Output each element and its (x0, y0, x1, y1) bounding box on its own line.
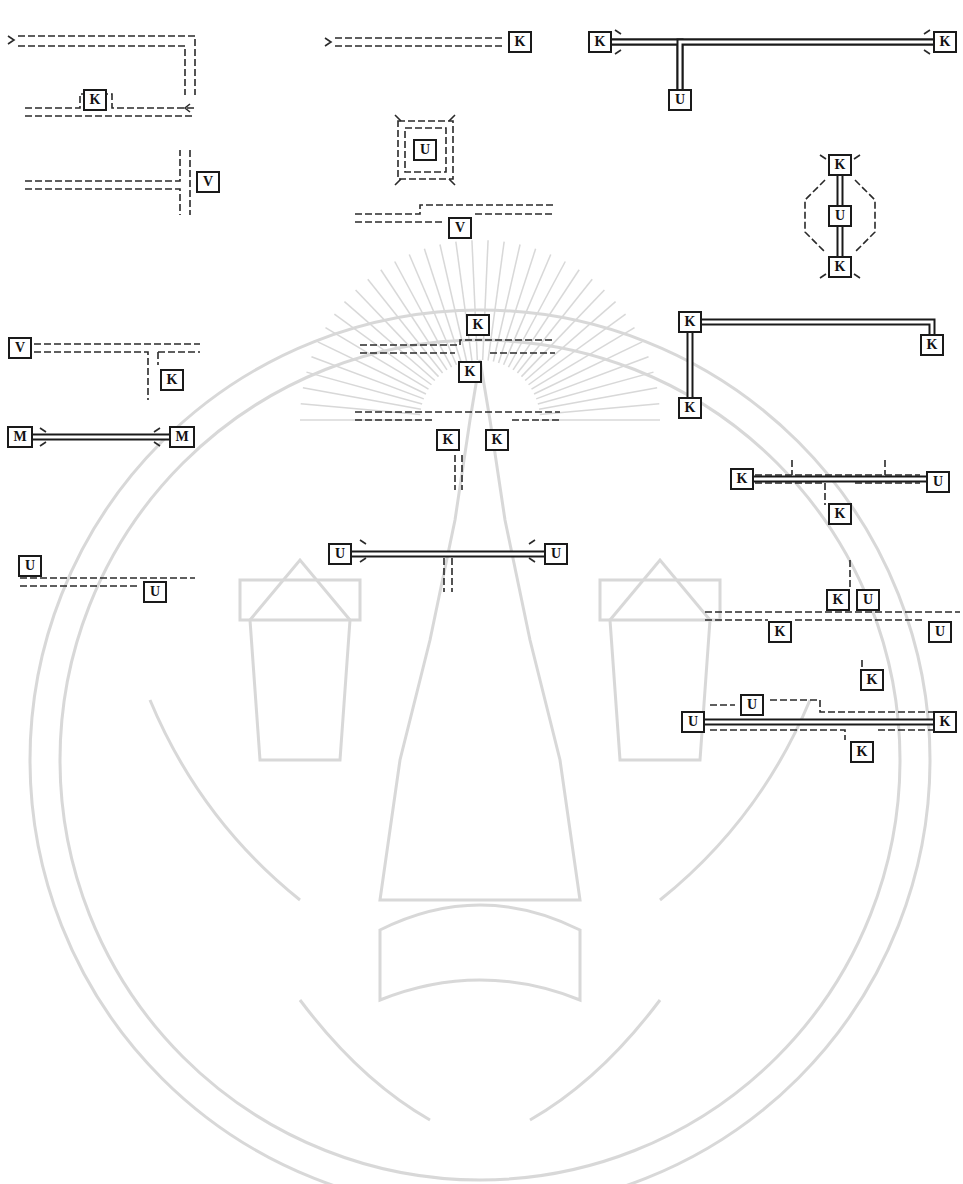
letter-box: K (860, 669, 884, 691)
double-corridor (352, 554, 544, 555)
box-letter: K (835, 507, 846, 521)
box-letter: V (203, 175, 213, 189)
box-letter: K (835, 158, 846, 172)
letter-box: K (933, 31, 957, 53)
letter-box: M (169, 426, 195, 448)
letter-box: U (928, 621, 952, 643)
box-letter: U (835, 209, 845, 223)
box-letter: U (335, 547, 345, 561)
double-corridor (840, 176, 841, 205)
letter-box: U (328, 543, 352, 565)
double-corridor (705, 722, 933, 723)
letter-box: U (18, 555, 42, 577)
box-letter: U (688, 715, 698, 729)
letter-box: U (143, 581, 167, 603)
letter-box: K (828, 503, 852, 525)
box-letter: K (167, 373, 178, 387)
box-letter: U (420, 143, 430, 157)
box-letter: K (940, 35, 951, 49)
box-letter: K (443, 433, 454, 447)
letter-box: K (920, 334, 944, 356)
box-letter: U (675, 93, 685, 107)
letter-box: K (850, 741, 874, 763)
box-letter: K (940, 715, 951, 729)
box-letter: K (465, 365, 476, 379)
letter-box: K (828, 256, 852, 278)
box-letter: U (935, 625, 945, 639)
letter-box: M (7, 426, 33, 448)
box-letter: U (933, 475, 943, 489)
double-corridor (754, 479, 926, 480)
double-corridor (33, 437, 169, 438)
box-letter: U (150, 585, 160, 599)
letter-box: V (448, 217, 472, 239)
box-letter: U (551, 547, 561, 561)
corridor-lines (18, 36, 960, 740)
box-letter: K (685, 315, 696, 329)
box-letter: U (747, 698, 757, 712)
letter-box: K (466, 314, 490, 336)
box-letter: K (90, 93, 101, 107)
box-letter: K (835, 260, 846, 274)
letter-box: K (826, 589, 850, 611)
letter-box: U (740, 694, 764, 716)
box-letter: U (863, 593, 873, 607)
double-corridor (690, 333, 691, 397)
letter-box: K (83, 89, 107, 111)
box-letter: K (492, 433, 503, 447)
box-letter: K (867, 673, 878, 687)
box-letter: M (13, 430, 26, 444)
letter-box: K (678, 311, 702, 333)
box-letter: K (775, 625, 786, 639)
letter-box: U (668, 89, 692, 111)
letter-box: K (160, 369, 184, 391)
letter-box: U (856, 589, 880, 611)
box-letter: K (515, 35, 526, 49)
letter-box: K (458, 361, 482, 383)
box-letter: K (595, 35, 606, 49)
box-letter: U (25, 559, 35, 573)
box-letter: K (833, 593, 844, 607)
letter-box: K (828, 154, 852, 176)
letter-box: K (768, 621, 792, 643)
entry-arrows (8, 30, 930, 562)
letter-box: U (681, 711, 705, 733)
letter-box: U (828, 205, 852, 227)
letter-box: K (730, 468, 754, 490)
letter-box: K (588, 31, 612, 53)
box-letter: K (685, 401, 696, 415)
double-corridor (680, 42, 933, 89)
box-letter: K (927, 338, 938, 352)
box-letter: M (175, 430, 188, 444)
box-letter: V (455, 221, 465, 235)
box-letter: K (473, 318, 484, 332)
letter-box: U (544, 543, 568, 565)
letter-box: K (508, 31, 532, 53)
double-corridor (840, 227, 841, 256)
letter-box: K (436, 429, 460, 451)
letter-box: V (196, 171, 220, 193)
letter-box: V (8, 337, 32, 359)
box-letter: K (857, 745, 868, 759)
double-corridor (702, 322, 932, 334)
letter-box: U (926, 471, 950, 493)
letter-box: K (485, 429, 509, 451)
letter-box: K (933, 711, 957, 733)
box-letter: K (737, 472, 748, 486)
letter-box: U (413, 139, 437, 161)
watermark-emblem (30, 240, 930, 1184)
box-letter: V (15, 341, 25, 355)
letter-box: K (678, 397, 702, 419)
double-corridor (612, 42, 680, 89)
